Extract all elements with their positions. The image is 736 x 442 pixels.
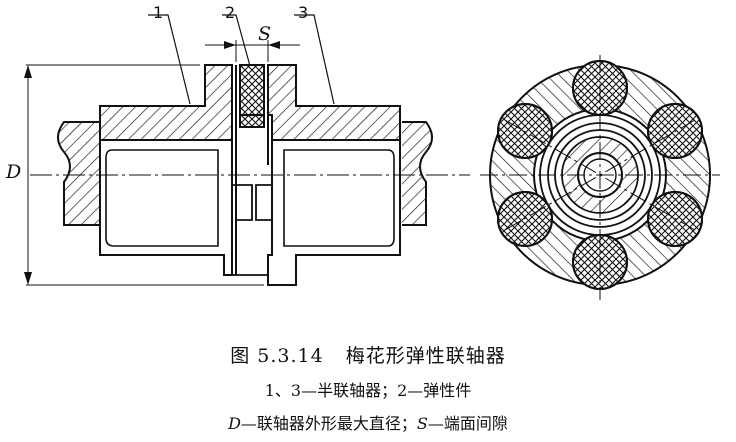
right-inner-recess xyxy=(283,149,395,247)
figure-number: 图 5.3.14 xyxy=(230,345,324,367)
figure-caption-legend: D—联轴器外形最大直径；S—端面间隙 xyxy=(0,410,736,434)
leader-1 xyxy=(148,14,191,105)
label-part-3: 3 xyxy=(298,3,308,22)
elastic-element xyxy=(239,64,265,116)
right-half-lower xyxy=(267,140,401,286)
right-shaft xyxy=(402,121,433,226)
left-inner-recess xyxy=(105,149,219,247)
figure-caption-title: 图 5.3.14 梅花形弹性联轴器 xyxy=(0,341,736,368)
side-view xyxy=(24,14,470,286)
left-half-lower xyxy=(99,140,233,276)
left-shaft xyxy=(57,121,100,226)
leader-2 xyxy=(222,14,251,67)
leader-3 xyxy=(294,14,335,105)
legend-s-text: —端面间隙 xyxy=(427,414,508,433)
figure-caption-parts: 1、3—半联轴器；2—弹性件 xyxy=(264,381,472,400)
label-gap-s: S xyxy=(258,23,271,45)
figure-title: 梅花形弹性联轴器 xyxy=(345,345,506,367)
end-view xyxy=(480,55,720,300)
label-diameter-d: D xyxy=(5,161,21,183)
left-half-coupling xyxy=(99,64,233,141)
label-part-1: 1 xyxy=(153,3,163,22)
legend-s-symbol: S xyxy=(416,414,428,433)
legend-d-symbol: D xyxy=(228,414,241,433)
coupling-drawing: 1 2 3 S D xyxy=(5,3,720,300)
label-part-2: 2 xyxy=(225,3,235,22)
legend-d-text: —联轴器外形最大直径； xyxy=(240,414,417,433)
